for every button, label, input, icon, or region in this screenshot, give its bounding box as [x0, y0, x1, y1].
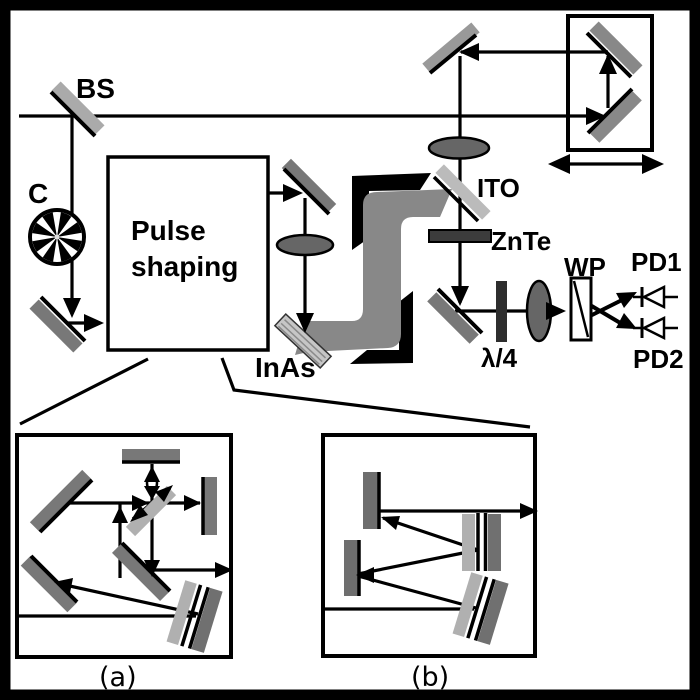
delay-bottom-mirror-face	[586, 87, 634, 135]
mirror-face	[436, 287, 484, 335]
chopper-arm-mirror	[29, 295, 87, 353]
a-lower-left-mirror	[20, 555, 78, 613]
mirror-slab	[427, 292, 479, 344]
photodiode-2	[640, 315, 666, 341]
ito-slab	[435, 164, 491, 220]
inas-stripe	[280, 322, 323, 363]
pulse-shaping-box	[106, 155, 270, 352]
leader-line-a	[19, 357, 149, 426]
leader-line-b	[220, 357, 531, 429]
mirror-slab	[422, 22, 480, 74]
caption-b: (b)	[411, 662, 449, 693]
a-chirped-mirror-pair	[166, 580, 223, 653]
chirped-slab-light	[462, 514, 475, 571]
thz-beam-band	[295, 189, 452, 355]
beam-splitter-label: BS	[76, 73, 115, 104]
chirped-face	[473, 578, 496, 641]
inset-b-optics	[344, 472, 509, 645]
chirped-face	[180, 584, 203, 647]
b-upper-mirror	[363, 472, 378, 529]
pd2-label: PD2	[633, 344, 684, 374]
wp-output-lower	[588, 303, 624, 326]
chirped-face	[466, 576, 489, 639]
inas-stripe	[277, 325, 320, 366]
a-lower-left-mirror-face	[29, 554, 79, 604]
mirror-slab	[281, 158, 337, 214]
chopper-wheel-icon	[28, 208, 86, 266]
b-diagonal-3	[357, 574, 477, 610]
pulse-shaping-label-line2: shaping	[131, 251, 238, 282]
beam-splitter-face	[49, 90, 97, 138]
delay-stage-box	[566, 14, 654, 152]
delay-top-mirror-face	[585, 31, 633, 79]
chirped-slab-dark	[488, 514, 501, 571]
wp-diagonal	[572, 280, 590, 338]
inset-box-a	[15, 433, 233, 659]
a-top-mirror	[122, 449, 180, 461]
a-upper-left-mirror	[29, 469, 93, 533]
pd1-diode-triangle	[641, 284, 666, 310]
pulse-output-mirror	[281, 158, 337, 216]
znte-label: ZnTe	[491, 226, 551, 256]
chopper-hub	[54, 234, 60, 240]
thz-beam-arrow	[295, 173, 452, 364]
pulse-shaping-label-line1: Pulse	[131, 215, 206, 246]
b-chirped-mirror-pair-vertical	[462, 513, 501, 571]
detection-mirror	[427, 287, 484, 344]
b-diagonal-2	[357, 548, 479, 576]
mirror-face	[39, 295, 87, 343]
b-left-mirror	[344, 540, 358, 596]
beam-splitter-slab	[51, 81, 105, 135]
wollaston-label: WP	[564, 252, 606, 282]
beam-arrowheads	[54, 43, 664, 593]
pd1-label: PD1	[631, 247, 682, 277]
znte-crystal	[428, 229, 492, 243]
inset-box-b	[321, 433, 537, 658]
mirror-face	[428, 33, 478, 75]
b-chirped-mirror-pair-tilted	[452, 572, 509, 645]
photodiode-1	[640, 284, 666, 310]
wollaston-prism	[569, 276, 593, 342]
delay-top-mirror	[589, 21, 643, 75]
inas-slab	[273, 312, 333, 370]
ito-face	[432, 175, 480, 223]
inas-emitter	[273, 312, 333, 370]
inset-leader-lines	[19, 357, 531, 429]
quarter-waveplate-label: λ/4	[481, 343, 518, 373]
chopper-label: C	[28, 178, 48, 209]
inset-a-optics	[20, 449, 223, 653]
a-upper-left-mirror-face	[38, 478, 94, 534]
ito-label: ITO	[477, 173, 520, 203]
a-diagonal-beam	[55, 581, 199, 616]
chirped-slab-light	[166, 580, 197, 645]
pd2-diode-triangle	[641, 315, 666, 341]
chirped-face	[187, 586, 210, 649]
a-middle-mirror	[112, 543, 170, 601]
wp-output-upper	[589, 298, 623, 318]
chirped-slab-dark	[477, 579, 509, 645]
a-end-mirror	[204, 477, 217, 535]
caption-a: (a)	[99, 662, 137, 693]
lens-icon	[275, 233, 335, 257]
inas-stripe	[284, 319, 327, 359]
mirror-face	[282, 167, 331, 216]
chirped-slab-dark	[191, 587, 223, 653]
delay-retroreflector	[585, 21, 643, 143]
delay-input-mirror	[422, 22, 480, 75]
a-middle-mirror-face	[120, 541, 172, 593]
inas-label: InAs	[255, 352, 316, 383]
chopper-blades	[32, 212, 82, 262]
delay-bottom-mirror	[590, 91, 642, 143]
mirror-slab	[29, 299, 83, 353]
lens-icon	[427, 136, 491, 160]
chirped-slab-light	[452, 572, 483, 637]
quarter-waveplate	[496, 281, 507, 342]
beam-splitter	[49, 81, 105, 138]
ito-beamsplitter	[432, 164, 491, 223]
